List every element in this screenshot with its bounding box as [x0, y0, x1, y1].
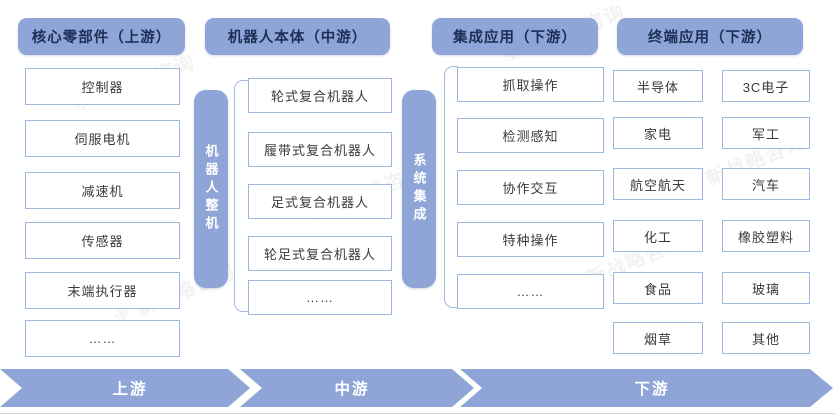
chain-item: ……: [248, 280, 392, 315]
chain-item: 末端执行器: [25, 272, 180, 309]
chain-item: 特种操作: [457, 222, 604, 257]
flow-arrow-midstream-shape: [240, 369, 474, 407]
chain-item: 轮足式复合机器人: [248, 236, 392, 271]
flow-arrow-upstream-shape: [0, 369, 250, 407]
chain-item: 食品: [613, 272, 703, 304]
header-core-components: 核心零部件（上游）: [18, 18, 185, 55]
chain-item: 协作交互: [457, 170, 604, 205]
chain-item: ……: [25, 320, 180, 357]
flow-arrows: [0, 369, 833, 407]
chain-item: 航空航天: [613, 168, 703, 200]
header-end-apps: 终端应用（下游）: [617, 18, 803, 55]
chain-item: 传感器: [25, 222, 180, 259]
chain-item: 其他: [722, 322, 810, 354]
bottom-divider: [0, 413, 835, 414]
bracket-connector: [444, 66, 458, 308]
chain-item: 控制器: [25, 68, 180, 105]
connector-robot-complete: 机器人整机: [194, 90, 228, 288]
chain-item: 玻璃: [722, 272, 810, 304]
chain-item: 橡胶塑料: [722, 220, 810, 252]
chain-item: 抓取操作: [457, 67, 604, 102]
chain-item: ……: [457, 274, 604, 309]
chain-item: 检测感知: [457, 118, 604, 153]
header-robot-body: 机器人本体（中游）: [205, 18, 390, 55]
chain-item: 3C电子: [722, 70, 810, 102]
flow-arrow-downstream-shape: [460, 369, 833, 407]
flow-label-midstream: 中游: [334, 381, 370, 398]
chain-item: 军工: [722, 117, 810, 149]
chain-item: 履带式复合机器人: [248, 132, 392, 167]
chain-item: 减速机: [25, 172, 180, 209]
chain-item: 半导体: [613, 70, 703, 102]
bracket-connector: [234, 80, 249, 312]
chain-item: 轮式复合机器人: [248, 78, 392, 113]
chain-item: 汽车: [722, 168, 810, 200]
chain-item: 烟草: [613, 322, 703, 354]
chain-item: 家电: [613, 117, 703, 149]
header-integrated-apps: 集成应用（下游）: [432, 18, 598, 55]
flow-label-downstream: 下游: [634, 381, 670, 398]
flow-label-upstream: 上游: [112, 381, 148, 398]
connector-system-integration: 系统集成: [402, 90, 436, 288]
chain-item: 伺服电机: [25, 120, 180, 157]
chain-item: 化工: [613, 220, 703, 252]
chain-item: 足式复合机器人: [248, 184, 392, 219]
